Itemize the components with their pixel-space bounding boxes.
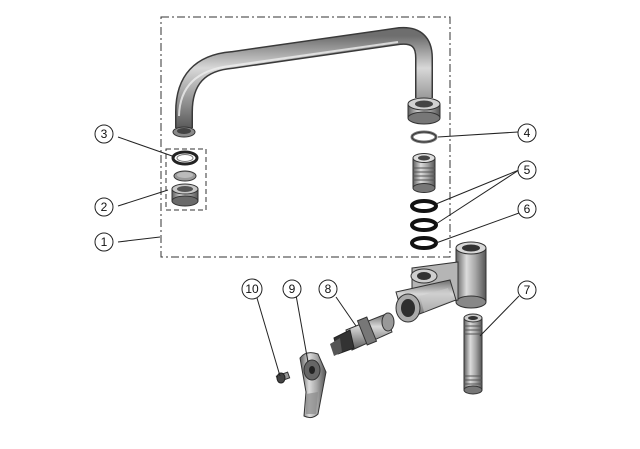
callout-8: 8 [318, 279, 338, 299]
callout-5: 5 [517, 160, 537, 180]
faucet-body [395, 241, 487, 323]
callout-10: 10 [241, 278, 263, 300]
callout-3: 3 [94, 124, 114, 144]
part-4-washer [410, 130, 438, 144]
nozzle-parts-boundary [165, 148, 207, 211]
spout-adapter [412, 153, 436, 193]
callout-6-label: 6 [524, 202, 531, 216]
part-10-screw [275, 371, 291, 384]
callout-2-label: 2 [101, 200, 108, 214]
callout-8-label: 8 [325, 282, 332, 296]
callout-10-label: 10 [245, 282, 259, 296]
callout-4: 4 [517, 123, 537, 143]
callout-7-label: 7 [524, 283, 531, 297]
part-9-handle [299, 352, 327, 419]
callout-9-label: 9 [289, 282, 296, 296]
part-3-o-ring [171, 150, 199, 166]
callout-5-label: 5 [524, 163, 531, 177]
callout-1-label: 1 [101, 235, 108, 249]
part-8-cartridge [330, 312, 395, 356]
callout-4-label: 4 [524, 126, 531, 140]
part-6-o-ring [410, 236, 438, 250]
part-7-nipple [463, 313, 483, 395]
swing-spout [172, 26, 433, 138]
spout-nut [407, 97, 441, 125]
spout-assembly-boundary [160, 16, 451, 258]
part-2-aerator [171, 170, 199, 207]
leader-lines [117, 131, 520, 377]
callout-7: 7 [517, 280, 537, 300]
callout-3-label: 3 [101, 127, 108, 141]
callout-1: 1 [94, 232, 114, 252]
callout-9: 9 [282, 279, 302, 299]
callout-6: 6 [517, 199, 537, 219]
part-5-o-rings [410, 199, 438, 232]
callout-2: 2 [94, 197, 114, 217]
